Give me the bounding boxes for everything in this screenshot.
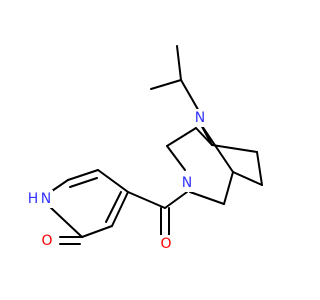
atom-label-o-pyridone: O	[41, 233, 52, 249]
bond-c6-c5-double	[69, 177, 98, 188]
molecule-structure: N H O O N N	[28, 45, 263, 253]
atom-n-amide: N	[180, 174, 194, 192]
atom-labels: N H O O N N	[28, 109, 207, 253]
bond-c4-c3	[111, 191, 129, 227]
label-bg-o-carbonyl	[157, 235, 175, 253]
atom-label-n-bridge: N	[195, 110, 205, 126]
bond-isopropyl-ch3-up	[176, 45, 182, 81]
atom-o-carbonyl: O	[157, 235, 175, 253]
bond-carbonyl-n	[164, 191, 188, 209]
bond-bridgehead-lower-ch2	[232, 171, 263, 186]
atom-n-bridge: N	[193, 109, 207, 127]
bond-c3-c2	[81, 225, 113, 238]
bond-c2-n1	[48, 205, 83, 238]
bond-isopropyl-ch3-left	[150, 79, 182, 90]
bond-n-isopropyl-ch	[180, 79, 201, 114]
bond-n-ch2-lower	[189, 191, 225, 205]
atom-label-n-amide: N	[182, 175, 192, 191]
atom-label-nh: N	[41, 191, 51, 207]
bond-ch2-ch2-upper	[166, 127, 197, 147]
bond-ch2-ch2-right	[256, 151, 263, 186]
atom-o-pyridone: O	[38, 232, 56, 250]
label-bg-n-amide	[180, 174, 194, 192]
atom-label-h: H	[28, 191, 39, 207]
label-bg-o-pyridone	[38, 232, 56, 250]
bond-c4-carbonyl	[127, 191, 166, 209]
label-bg-n-pyridone	[39, 190, 53, 208]
bond-c5-c4	[97, 169, 129, 193]
bond-c6-c5	[67, 169, 99, 181]
amide-group	[127, 191, 188, 238]
bond-c4-c3-double	[105, 191, 122, 223]
bond-ch2-bridgehead-upper-right	[211, 144, 258, 153]
bond-ch2-bridgehead-lower	[223, 171, 234, 205]
pyridone-ring	[48, 169, 129, 245]
bicyclic-ring	[166, 122, 263, 205]
atom-label-o-carbonyl: O	[160, 236, 171, 252]
label-bg-n-bridge	[193, 109, 207, 127]
isopropyl-group	[150, 45, 201, 114]
atom-n-pyridone: N H	[28, 190, 53, 208]
bond-n-ch2-upper	[166, 145, 186, 171]
bond-n-bridgehead-lower	[199, 122, 234, 173]
